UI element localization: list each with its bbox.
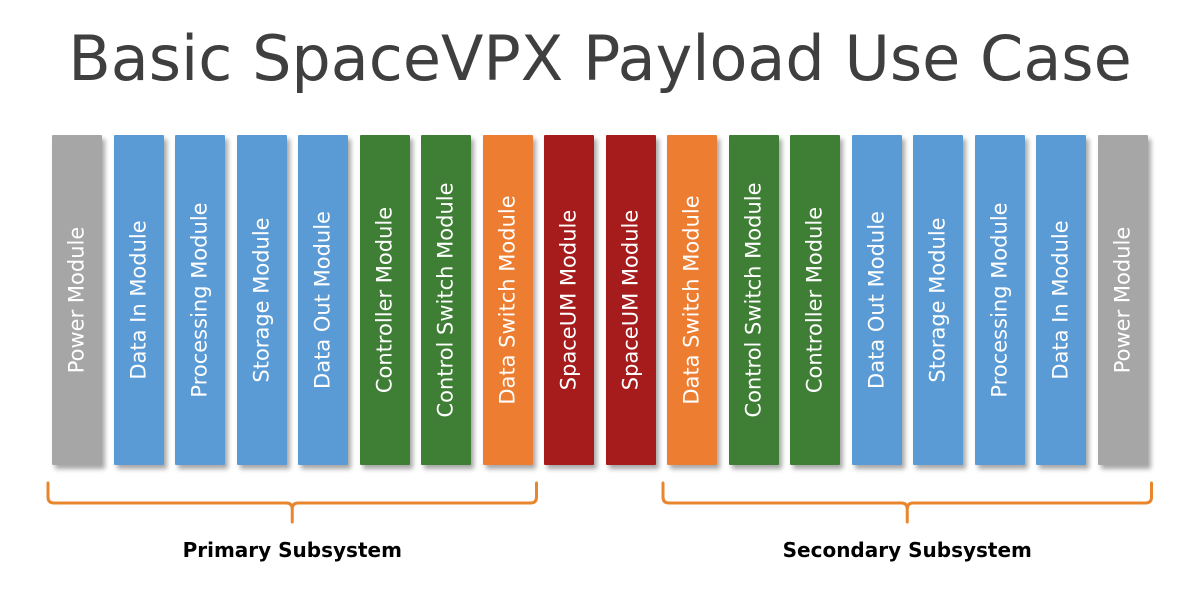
secondary-subsystem-label: Secondary Subsystem xyxy=(782,538,1032,562)
module-16: Processing Module xyxy=(974,135,1025,465)
module-6: Controller Module xyxy=(359,135,410,465)
module-18: Power Module xyxy=(1097,135,1148,465)
module-5: Data Out Module xyxy=(298,135,348,465)
module-4: Storage Module xyxy=(236,135,287,465)
module-17: Data In Module xyxy=(1036,135,1086,465)
module-11: Data Switch Module xyxy=(667,135,717,465)
module-2: Data In Module xyxy=(113,135,164,465)
module-10: SpaceUM Module xyxy=(605,135,656,465)
module-7: Control Switch Module xyxy=(421,135,471,465)
module-3: Processing Module xyxy=(175,135,225,465)
module-9: SpaceUM Module xyxy=(544,135,594,465)
secondary-subsystem-bracket xyxy=(661,481,1153,524)
module-13: Controller Module xyxy=(790,135,840,465)
module-1: Power Module xyxy=(52,135,102,465)
module-8: Data Switch Module xyxy=(482,135,533,465)
module-15: Storage Module xyxy=(913,135,963,465)
module-14: Data Out Module xyxy=(851,135,902,465)
module-12: Control Switch Module xyxy=(728,135,779,465)
primary-subsystem-label: Primary Subsystem xyxy=(182,538,402,562)
page-title: Basic SpaceVPX Payload Use Case xyxy=(68,22,1132,95)
primary-subsystem-bracket xyxy=(46,481,538,524)
